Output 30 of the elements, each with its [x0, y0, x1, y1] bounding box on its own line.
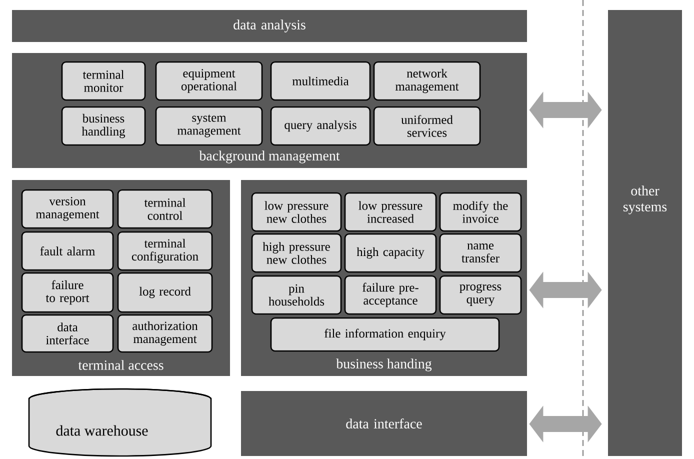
item-box: system management: [155, 106, 263, 146]
band: data interface: [241, 391, 527, 456]
item-box: high pressure new clothes: [251, 233, 342, 273]
item-box: terminal configuration: [117, 231, 213, 271]
item-box: progress query: [439, 275, 522, 315]
band: data analysis: [12, 10, 527, 42]
item-box: failure pre-acceptance: [344, 275, 437, 315]
item-box: low pressure new clothes: [251, 192, 342, 232]
side-panel: other systems: [608, 10, 682, 456]
item-box: name transfer: [439, 233, 522, 273]
item-box: query analysis: [270, 106, 371, 146]
item-box: file information enquiry: [270, 317, 500, 352]
item-box: data interface: [21, 314, 114, 353]
item-box: business handling: [61, 106, 146, 146]
item-box: low pressure increased: [344, 192, 437, 232]
item-box: failure to report: [21, 272, 114, 313]
item-box: network management: [373, 61, 481, 101]
item-box: authorization management: [117, 314, 213, 353]
item-box: high capacity: [344, 233, 437, 273]
item-box: version management: [21, 189, 114, 229]
database-cylinder: data warehouse: [28, 388, 212, 457]
item-box: modify the invoice: [439, 192, 522, 232]
item-box: multimedia: [270, 61, 371, 101]
item-box: fault alarm: [21, 231, 114, 271]
item-box: terminal monitor: [61, 61, 146, 101]
item-box: log record: [117, 272, 213, 313]
item-box: uniformed services: [373, 106, 481, 146]
item-box: equipment operational: [155, 61, 263, 101]
item-box: terminal control: [117, 189, 213, 229]
item-box: pin households: [251, 275, 342, 315]
